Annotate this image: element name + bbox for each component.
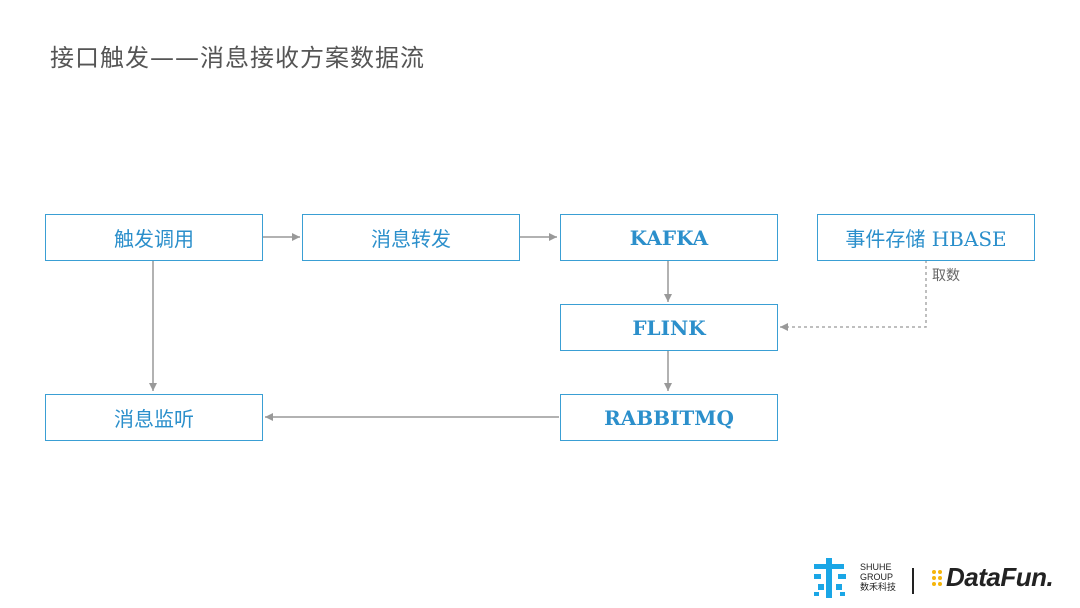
node-flink: FLINK (560, 304, 778, 351)
node-message-listen: 消息监听 (45, 394, 263, 441)
footer-logos: SHUHE GROUP 数禾科技 DataFun. (812, 556, 1074, 598)
shuhe-logo-text: SHUHE GROUP 数禾科技 (860, 562, 896, 592)
shuhe-line3: 数禾科技 (860, 582, 897, 592)
shuhe-line2: GROUP (860, 572, 894, 582)
shuhe-logo-icon (814, 558, 846, 598)
page-title: 接口触发——消息接收方案数据流 (50, 44, 425, 72)
arrow-hbase-to-flink (780, 260, 927, 331)
node-message-forward: 消息转发 (302, 214, 520, 261)
datafun-logo-text: DataFun. (946, 562, 1054, 592)
edge-label-fetch: 取数 (932, 268, 960, 284)
node-rabbitmq: RABBITMQ (560, 394, 778, 441)
shuhe-line1: SHUHE (860, 562, 892, 572)
node-kafka: KAFKA (560, 214, 778, 261)
logo-divider (912, 568, 914, 594)
node-hbase-storage: 事件存储 HBASE (817, 214, 1035, 261)
node-trigger-call: 触发调用 (45, 214, 263, 261)
datafun-dots-icon (932, 570, 942, 586)
